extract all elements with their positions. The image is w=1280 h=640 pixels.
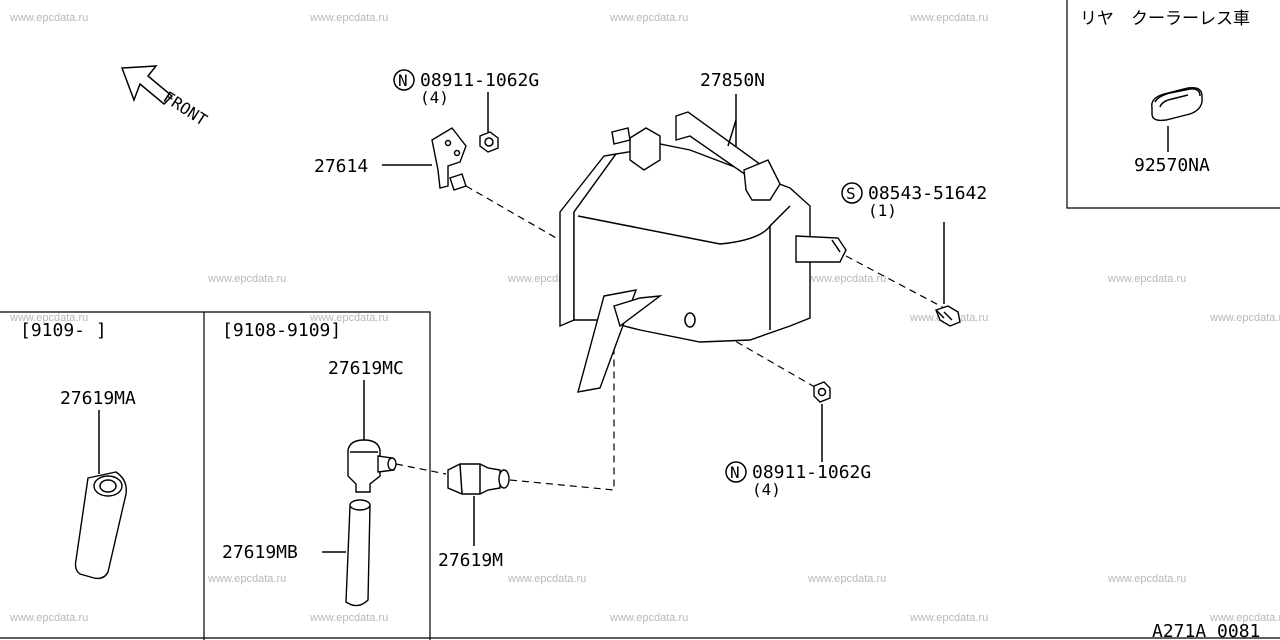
watermark: www.epcdata.ru	[909, 612, 988, 624]
screw-part: S 08543-51642 (1)	[841, 182, 987, 327]
hose-mb-part: 27619MB	[222, 499, 371, 607]
watermark: www.epcdata.ru	[609, 612, 688, 624]
inset-left: [9109- ] [9108-9109]	[0, 311, 1280, 640]
hose-ma-part: 27619MA	[60, 388, 136, 580]
inset-rear-title: リヤ クーラーレス車	[1080, 9, 1250, 29]
watermark: www.epcdata.ru	[9, 12, 88, 24]
watermark: www.epcdata.ru	[807, 273, 886, 285]
hose-mc-part: 27619MC	[328, 358, 404, 493]
reservoir-tank-part	[559, 94, 847, 393]
hose-mb-label: 27619MB	[222, 542, 298, 563]
screw-qty: (1)	[868, 201, 897, 220]
watermark: www.epcdata.ru	[9, 312, 88, 324]
inset-left-title: [9109- ]	[20, 320, 107, 341]
watermark: www.epcdata.ru	[609, 12, 688, 24]
watermark: www.epcdata.ru	[909, 12, 988, 24]
bracket-label: 27614	[314, 156, 368, 177]
n-circle-icon	[393, 69, 415, 91]
tank-label: 27850N	[700, 70, 765, 91]
bracket-part: 27614	[314, 127, 467, 191]
watermark: www.epcdata.ru	[507, 573, 586, 585]
front-label: FRONT	[160, 87, 211, 129]
nut-top-qty: (4)	[420, 88, 449, 107]
front-arrow: FRONT	[120, 65, 211, 130]
connector-m-part: 27619M	[438, 463, 510, 571]
plug-part	[1151, 86, 1203, 122]
watermark: www.epcdata.ru	[1209, 612, 1280, 624]
watermark: www.epcdata.ru	[1107, 273, 1186, 285]
hose-mc-label: 27619MC	[328, 358, 404, 379]
watermark: www.epcdata.ru	[207, 273, 286, 285]
nut-top-part: N 08911-1062G (4)	[393, 69, 539, 153]
nut-top-code: 08911-1062G	[420, 70, 539, 91]
screw-code: 08543-51642	[868, 183, 987, 204]
nut-bottom-part: N 08911-1062G (4)	[725, 381, 871, 499]
watermark: www.epcdata.ru	[807, 573, 886, 585]
inset-rear-no-cooler: リヤ クーラーレス車 92570NA	[1066, 0, 1280, 209]
watermark: www.epcdata.ru	[1107, 573, 1186, 585]
nut-bottom-code: 08911-1062G	[752, 462, 871, 483]
nut-bottom-qty: (4)	[752, 480, 781, 499]
n-circle-icon	[725, 461, 747, 483]
watermark: www.epcdata.ru	[1209, 312, 1280, 324]
diagram-id: A271A 0081	[1152, 621, 1260, 640]
watermark: www.epcdata.ru	[309, 312, 388, 324]
hose-ma-label: 27619MA	[60, 388, 136, 409]
inset-mid-title: [9108-9109]	[222, 320, 341, 341]
plug-label: 92570NA	[1134, 155, 1210, 176]
connector-m-label: 27619M	[438, 550, 503, 571]
nut-top-prefix: N	[398, 71, 408, 90]
watermark: www.epcdata.ru	[309, 612, 388, 624]
screw-prefix: S	[846, 184, 856, 203]
watermark: www.epcdata.ru	[309, 12, 388, 24]
watermark: www.epcdata.ru	[9, 612, 88, 624]
s-circle-icon	[841, 182, 863, 204]
front-arrow-icon	[120, 65, 174, 106]
watermark: www.epcdata.ru	[207, 573, 286, 585]
nut-bottom-prefix: N	[730, 463, 740, 482]
